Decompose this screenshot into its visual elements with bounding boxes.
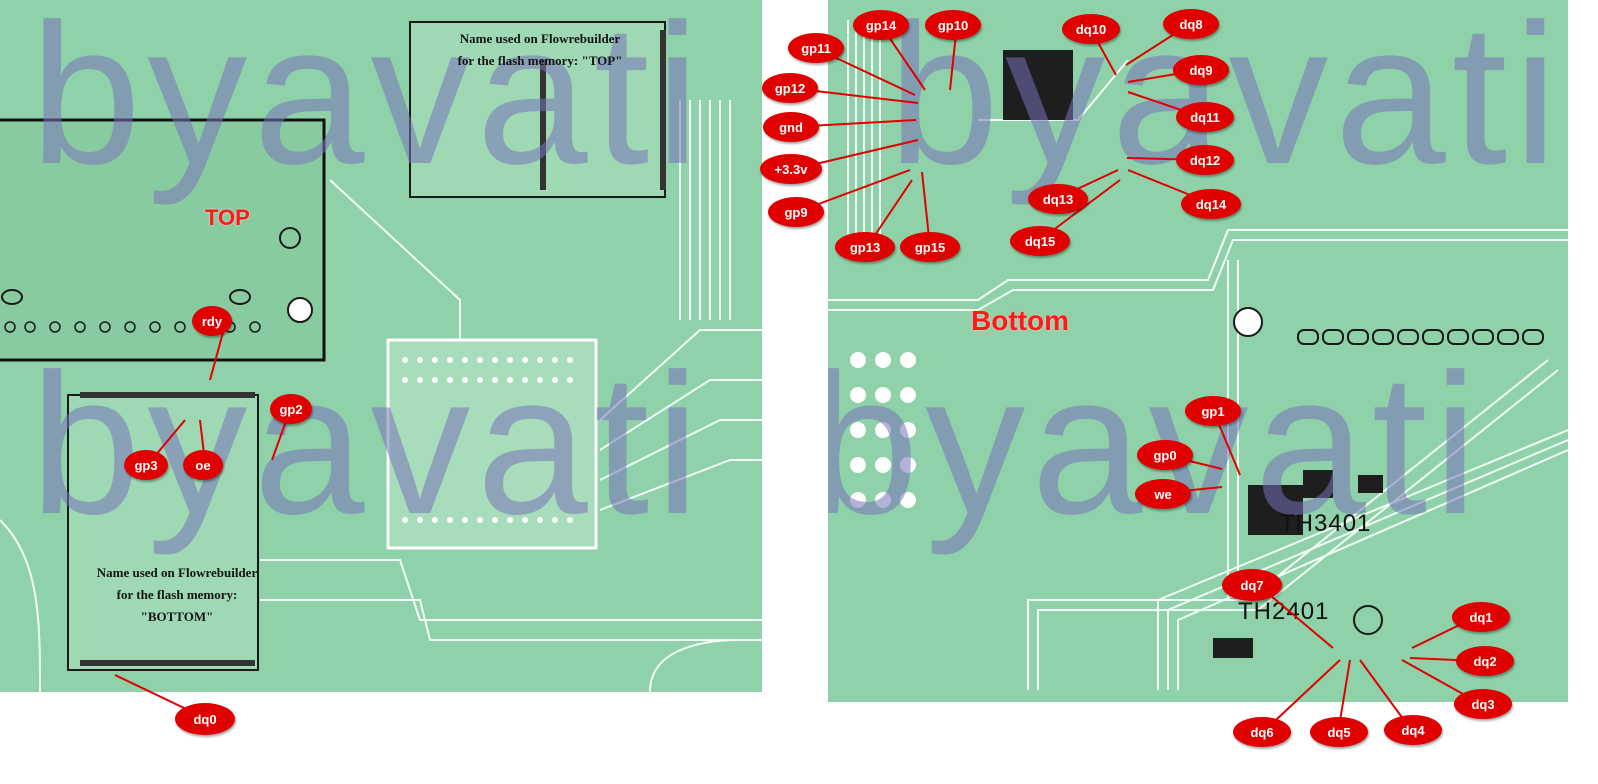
pin-badge-gp2: gp2 <box>270 394 312 424</box>
pin-badge-dq7: dq7 <box>1222 569 1282 601</box>
note-line: "BOTTOM" <box>140 609 214 624</box>
pin-badge-gp1: gp1 <box>1185 396 1241 426</box>
pin-badge-gnd: gnd <box>763 112 819 142</box>
pin-badge-oe: oe <box>183 450 223 480</box>
side-label-top: TOP <box>205 205 250 230</box>
pin-badge-gp11: gp11 <box>788 33 844 63</box>
note-line: Name used on Flowrebuilder <box>459 31 621 46</box>
chip-label-th2401: TH2401 <box>1238 598 1330 625</box>
pin-badge-gp12: gp12 <box>762 73 818 103</box>
pin-badge-dq5: dq5 <box>1310 717 1368 747</box>
pin-badge-gp10: gp10 <box>925 10 981 40</box>
note-line: for the flash memory: <box>116 587 238 602</box>
pin-badge-dq11: dq11 <box>1176 102 1234 132</box>
pin-badge-gp3: gp3 <box>124 450 168 480</box>
note-flash-top: Name used on Flowrebuilder for the flash… <box>425 28 655 72</box>
pin-badge-gp13: gp13 <box>835 232 895 262</box>
side-label-bottom: Bottom <box>971 305 1069 336</box>
pin-badge-we: we <box>1135 479 1191 509</box>
pin-badge-dq10: dq10 <box>1062 14 1120 44</box>
pin-badge-dq1: dq1 <box>1452 602 1510 632</box>
pin-badge-3v3: +3.3v <box>760 154 822 184</box>
pin-badge-dq13: dq13 <box>1028 184 1088 214</box>
pin-badge-dq0: dq0 <box>175 703 235 735</box>
pin-badge-rdy: rdy <box>192 306 232 336</box>
note-flash-bottom: Name used on Flowrebuilder for the flash… <box>62 562 292 628</box>
note-line: Name used on Flowrebuilder <box>96 565 258 580</box>
chip-label-th3401: TH3401 <box>1280 510 1372 537</box>
pin-badge-dq6: dq6 <box>1233 717 1291 747</box>
pin-badge-dq12: dq12 <box>1176 145 1234 175</box>
pin-badge-gp15: gp15 <box>900 232 960 262</box>
pin-badge-gp9: gp9 <box>768 197 824 227</box>
pin-badge-dq9: dq9 <box>1173 55 1229 85</box>
pin-badge-dq4: dq4 <box>1384 715 1442 745</box>
pin-badge-gp14: gp14 <box>853 10 909 40</box>
note-line: for the flash memory: "TOP" <box>457 53 623 68</box>
pin-badge-dq15: dq15 <box>1010 226 1070 256</box>
pin-badge-dq8: dq8 <box>1163 9 1219 39</box>
pcb-artwork-top <box>0 21 762 692</box>
pin-badge-gp0: gp0 <box>1137 440 1193 470</box>
pcb-photo-top: byavati byavati TOP Name used on Flowreb… <box>0 0 762 692</box>
pin-badge-dq14: dq14 <box>1181 189 1241 219</box>
pin-badge-dq2: dq2 <box>1456 646 1514 676</box>
pin-badge-dq3: dq3 <box>1454 689 1512 719</box>
